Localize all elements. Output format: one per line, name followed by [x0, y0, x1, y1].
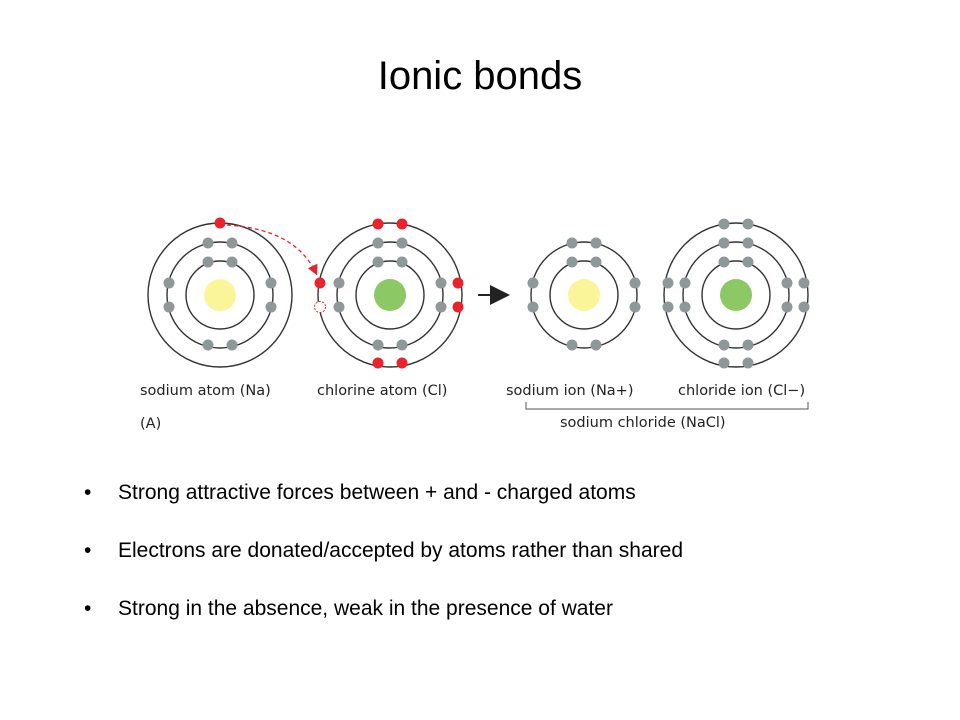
sodium-ion-outer-electron	[629, 277, 641, 289]
sodium-middle-electron	[226, 237, 238, 249]
chloride-ion-nucleus	[720, 279, 752, 311]
chlorine-atom	[314, 218, 464, 369]
sodium-middle-electron	[265, 301, 277, 313]
panel-label: (A)	[140, 416, 161, 432]
chlorine-valence-electron	[314, 277, 326, 289]
chlorine-middle-electron	[396, 339, 408, 351]
sodium-atom	[147, 217, 293, 368]
diagram-svg: sodium atom (Na) chlorine atom (Cl) sodi…	[140, 217, 810, 432]
chloride-ion-outer-electron	[662, 301, 674, 313]
sodium-middle-electron	[163, 301, 175, 313]
chlorine-inner-electron	[372, 256, 384, 268]
chlorine-atom-inner-shell	[355, 260, 425, 330]
bullet-text: Electrons are donated/accepted by atoms …	[118, 539, 684, 562]
chlorine-valence-electron	[372, 357, 384, 369]
chloride-ion-middle-electron	[781, 277, 793, 289]
slide-title: Ionic bonds	[377, 54, 583, 98]
sodium-ion-outer-electron	[527, 301, 539, 313]
chlorine-valence-electron	[452, 301, 464, 313]
chlorine-atom-outer-shell	[317, 222, 463, 368]
sodium-middle-electron	[202, 237, 214, 249]
sodium-ion-label: sodium ion (Na+)	[506, 383, 633, 399]
sodium-ion-inner-electron	[590, 256, 602, 268]
bullet-item: • Electrons are donated/accepted by atom…	[80, 536, 930, 566]
chlorine-middle-electron	[372, 339, 384, 351]
chlorine-valence-electron	[396, 357, 408, 369]
chlorine-atom-label: chlorine atom (Cl)	[317, 383, 447, 399]
bullet-item: • Strong attractive forces between + and…	[80, 478, 930, 508]
chloride-ion-middle-electron	[781, 301, 793, 313]
chloride-ion-inner-electron	[718, 256, 730, 268]
chloride-ion-outer-electron	[742, 218, 754, 230]
sodium-ion-outer-electron	[527, 277, 539, 289]
sodium-middle-electron	[202, 339, 214, 351]
bullet-text: Strong in the absence, weak in the prese…	[118, 597, 613, 620]
chloride-ion-middle-shell	[682, 241, 790, 349]
sodium-middle-electron	[226, 339, 238, 351]
sodium-ion-inner-electron	[566, 256, 578, 268]
sodium-inner-electron	[202, 256, 214, 268]
bullet-item: • Strong in the absence, weak in the pre…	[80, 594, 930, 624]
chloride-ion-outer-electron	[718, 357, 730, 369]
sodium-ion-inner-shell	[549, 260, 619, 330]
sodium-ion-outer-electron	[590, 339, 602, 351]
chloride-ion-outer-electron	[662, 277, 674, 289]
sodium-nucleus	[204, 279, 236, 311]
sodium-ion-outer-electron	[629, 301, 641, 313]
chlorine-atom-middle-shell	[336, 241, 444, 349]
sodium-ion-nucleus	[568, 279, 600, 311]
chloride-ion-outer-electron	[798, 301, 810, 313]
sodium-middle-electron	[163, 277, 175, 289]
chloride-ion-middle-electron	[718, 339, 730, 351]
bullet-marker: •	[84, 539, 92, 562]
chlorine-inner-electron	[396, 256, 408, 268]
chlorine-middle-electron	[435, 301, 447, 313]
chloride-ion-outer-electron	[798, 277, 810, 289]
sodium-valence-electron	[214, 217, 226, 229]
chloride-ion-middle-electron	[742, 339, 754, 351]
chloride-ion-inner-shell	[701, 260, 771, 330]
chloride-ion-middle-electron	[718, 237, 730, 249]
chloride-ion-middle-electron	[679, 277, 691, 289]
chloride-ion-inner-electron	[742, 256, 754, 268]
sodium-middle-electron	[265, 277, 277, 289]
chlorine-valence-electron	[396, 218, 408, 230]
chlorine-middle-electron	[333, 301, 345, 313]
sodium-ion-outer-electron	[590, 237, 602, 249]
sodium-atom-label: sodium atom (Na)	[140, 383, 271, 399]
sodium-ion	[527, 237, 641, 351]
chloride-ion-outer-shell	[663, 222, 809, 368]
chloride-ion-label: chloride ion (Cl−)	[678, 383, 805, 399]
bullet-marker: •	[84, 481, 92, 504]
chloride-ion	[662, 218, 810, 369]
chlorine-middle-electron	[333, 277, 345, 289]
sodium-atom-middle-shell	[166, 241, 274, 349]
sodium-ion-outer-shell	[530, 241, 638, 349]
sodium-atom-inner-shell	[185, 260, 255, 330]
sodium-inner-electron	[226, 256, 238, 268]
chlorine-valence-electron	[372, 218, 384, 230]
bullet-list: • Strong attractive forces between + and…	[80, 478, 930, 652]
compound-bracket	[525, 402, 809, 410]
sodium-ion-outer-electron	[566, 339, 578, 351]
bullet-marker: •	[84, 597, 92, 620]
chloride-ion-outer-electron	[742, 357, 754, 369]
chlorine-valence-electron	[452, 277, 464, 289]
chlorine-middle-electron	[435, 277, 447, 289]
electron-vacancy	[314, 301, 326, 313]
electron-transfer-arrow	[226, 224, 318, 276]
sodium-ion-outer-electron	[566, 237, 578, 249]
chlorine-middle-electron	[372, 237, 384, 249]
compound-label: sodium chloride (NaCl)	[560, 415, 726, 431]
ionic-bond-diagram: sodium atom (Na) chlorine atom (Cl) sodi…	[130, 205, 840, 440]
chloride-ion-middle-electron	[679, 301, 691, 313]
chloride-ion-middle-electron	[742, 237, 754, 249]
bullet-text: Strong attractive forces between + and -…	[118, 481, 636, 504]
chlorine-middle-electron	[396, 237, 408, 249]
chlorine-nucleus	[374, 279, 406, 311]
chloride-ion-outer-electron	[718, 218, 730, 230]
